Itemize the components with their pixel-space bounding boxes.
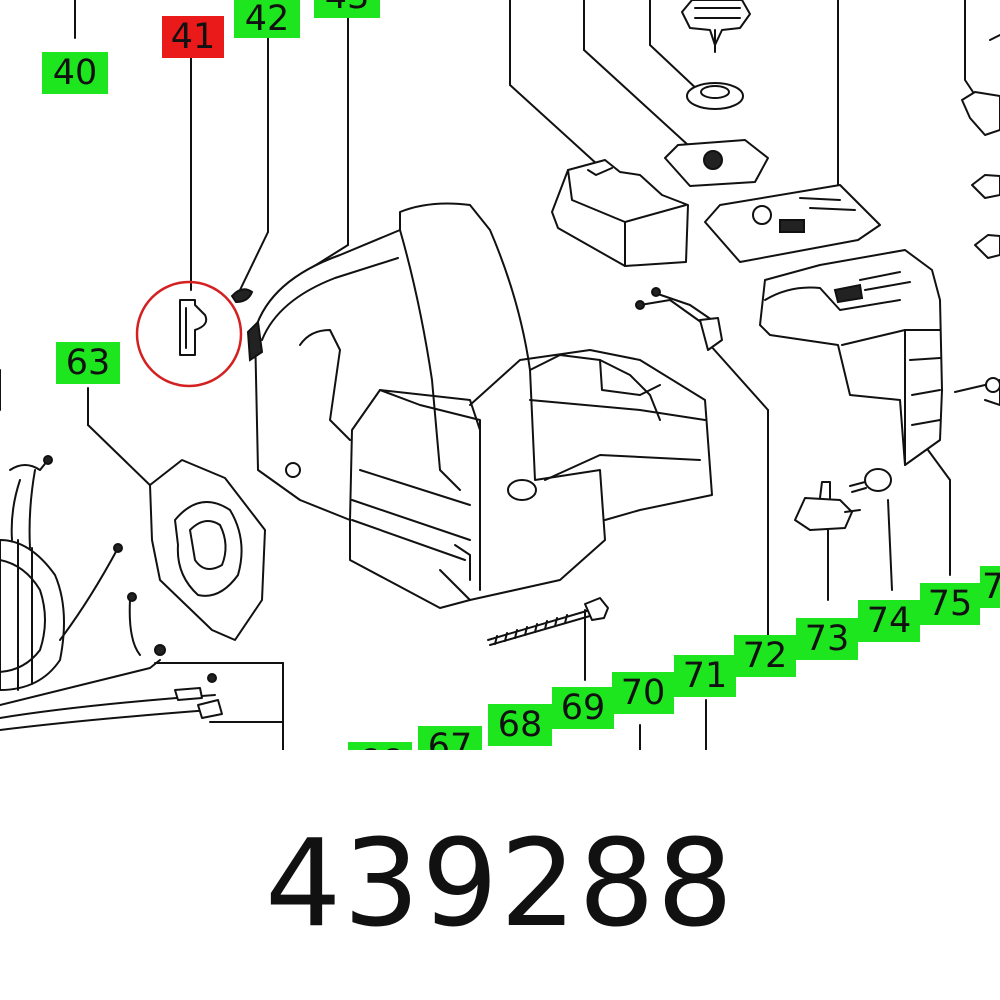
callout-73[interactable]: 73	[796, 618, 858, 660]
callout-69[interactable]: 69	[552, 687, 614, 729]
right-edge-parts	[0, 0, 1000, 411]
part-49-handle-cover	[759, 249, 943, 466]
callout-72[interactable]: 72	[734, 635, 796, 677]
part-63-gasket	[149, 459, 266, 641]
part-48-board	[704, 184, 881, 263]
callout-74[interactable]: 74	[858, 600, 920, 642]
callout-68[interactable]: 68	[488, 704, 552, 746]
diagram-drawing	[0, 0, 1000, 750]
callout-40[interactable]: 40	[42, 52, 108, 94]
part-69-long-screw	[487, 597, 609, 646]
part-72-switch-wire	[635, 287, 723, 351]
exploded-parts-diagram: 40 41 42 43 63 66 67 68 69 70 71 72 73 7…	[0, 0, 1000, 750]
part-47-gear	[681, 0, 751, 53]
part-41-clip	[179, 299, 208, 356]
callout-42[interactable]: 42	[234, 0, 300, 38]
part-46-washer	[686, 82, 744, 110]
callout-67[interactable]: 67	[418, 726, 482, 750]
part-42-spring	[230, 288, 254, 304]
part-74-screw	[849, 468, 892, 493]
callout-76[interactable]: 76	[980, 566, 1000, 608]
callout-66[interactable]: 66	[348, 742, 412, 750]
callout-70[interactable]: 70	[612, 672, 674, 714]
leader-lines	[74, 0, 951, 750]
callout-71[interactable]: 71	[674, 655, 736, 697]
callout-41-highlighted[interactable]: 41	[162, 16, 224, 58]
highlight-ring	[135, 280, 243, 388]
part-73-bracket	[794, 481, 861, 531]
callout-63[interactable]: 63	[56, 342, 120, 384]
part-number: 439288	[264, 815, 736, 954]
callout-43[interactable]: 43	[314, 0, 380, 18]
part-44-cover	[551, 159, 689, 267]
part-43-housing	[246, 202, 713, 609]
field-stator	[0, 455, 223, 731]
callout-75[interactable]: 75	[920, 583, 980, 625]
part-45-plate	[664, 139, 769, 187]
